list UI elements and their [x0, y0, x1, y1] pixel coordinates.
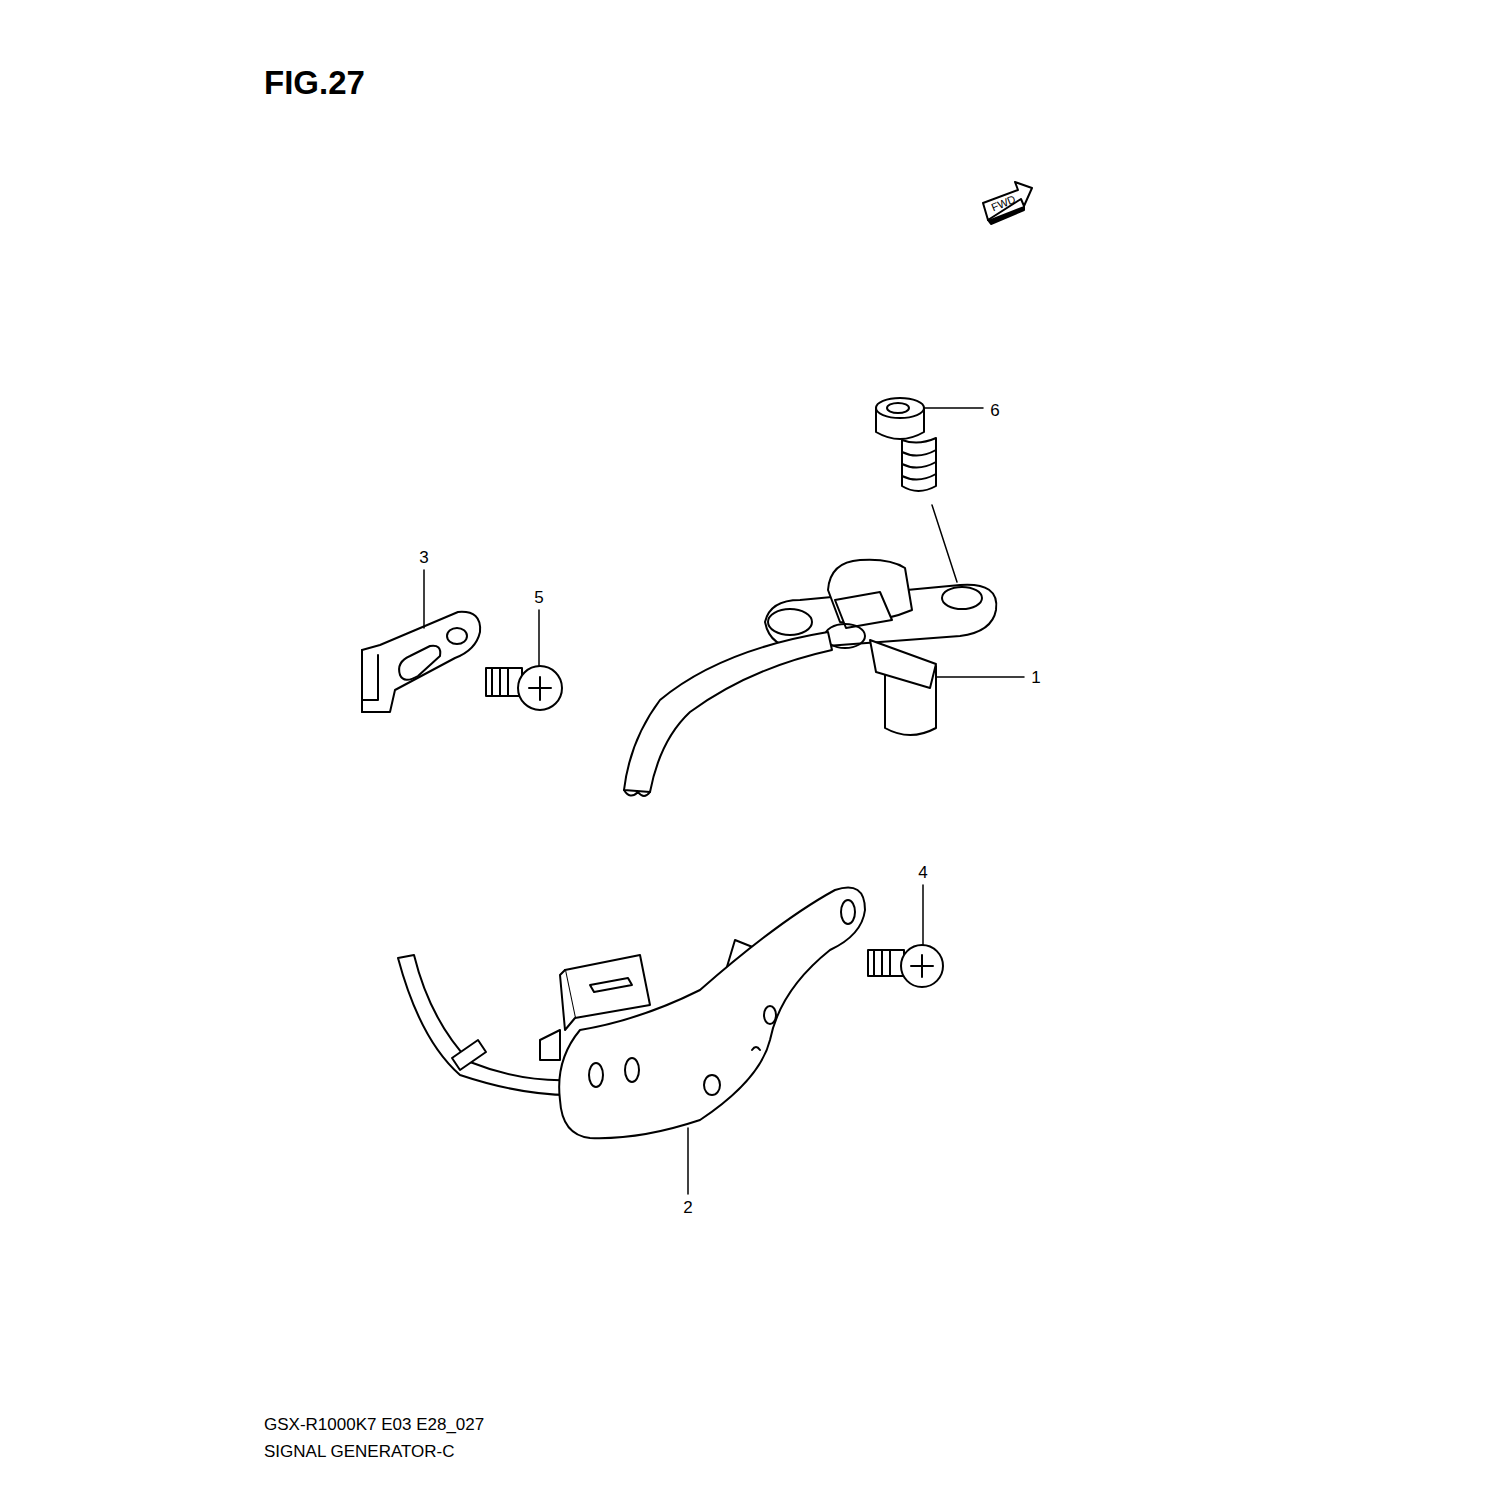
screw	[868, 945, 943, 987]
screw	[486, 666, 562, 710]
bracket	[362, 612, 480, 712]
callout-number: 5	[534, 589, 543, 606]
diagram-code: GSX-R1000K7 E03 E28_027	[264, 1416, 484, 1433]
callout-number: 3	[419, 549, 428, 566]
bolt	[876, 398, 936, 491]
leader-line	[932, 505, 957, 582]
signal-generator-bracket	[398, 888, 865, 1139]
diagram-caption: SIGNAL GENERATOR-C	[264, 1443, 455, 1460]
figure-title: FIG.27	[264, 66, 365, 99]
callout-number: 2	[683, 1199, 692, 1216]
callout-number: 1	[1031, 669, 1040, 686]
leader-lines	[424, 408, 1024, 1194]
callout-number: 4	[918, 864, 927, 881]
signal-generator-sensor	[624, 560, 996, 796]
callout-number: 6	[990, 402, 999, 419]
